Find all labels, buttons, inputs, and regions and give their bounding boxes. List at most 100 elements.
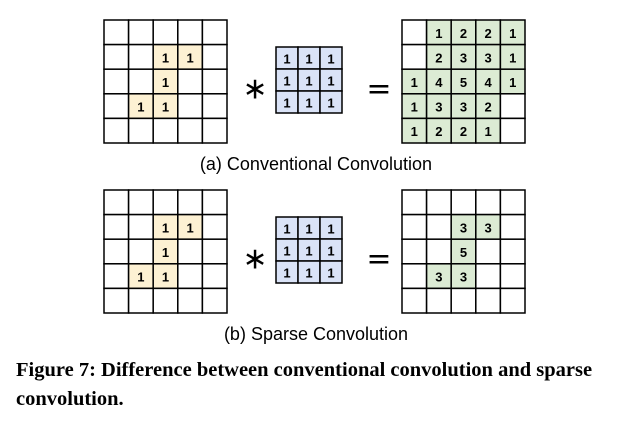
input-cell (152, 117, 179, 144)
output-cell-value: 2 (435, 50, 442, 65)
input-cell (127, 213, 154, 240)
input-cell (177, 68, 204, 95)
kernel-cell-value: 1 (283, 266, 290, 281)
output-cell-value: 4 (435, 75, 443, 90)
input-cell-value: 1 (162, 75, 169, 90)
kernel-cell-value: 1 (305, 222, 312, 237)
output-cell-value: 2 (435, 124, 442, 139)
input-cell (103, 93, 130, 120)
kernel-cell-value: 1 (305, 244, 312, 259)
input-cell (152, 19, 179, 46)
output-cell-value: 3 (460, 270, 467, 285)
kernel-cell-value: 1 (305, 74, 312, 89)
panel-label: (b) Sparse Convolution (224, 324, 408, 344)
output-cell-value: 3 (435, 270, 442, 285)
kernel-cell-value: 1 (327, 52, 334, 67)
output-cell (499, 93, 526, 120)
input-cell (103, 43, 130, 70)
kernel-cell-value: 1 (305, 266, 312, 281)
input-cell-value: 1 (186, 220, 193, 235)
output-cell (499, 238, 526, 265)
output-cell (425, 238, 452, 265)
input-cell (127, 117, 154, 144)
equals-operator: = (366, 242, 391, 277)
output-cell (401, 238, 428, 265)
kernel-cell-value: 1 (305, 52, 312, 67)
input-cell (152, 189, 179, 216)
kernel-cell-value: 1 (327, 244, 334, 259)
input-cell-value: 1 (162, 245, 169, 260)
input-cell (201, 238, 228, 265)
input-cell (127, 19, 154, 46)
input-cell (201, 68, 228, 95)
output-cell (401, 19, 428, 46)
input-cell-value: 1 (137, 100, 144, 115)
output-cell (425, 287, 452, 314)
input-cell (177, 19, 204, 46)
output-cell-value: 5 (460, 75, 467, 90)
kernel-cell-value: 1 (283, 244, 290, 259)
kernel-cell-value: 1 (283, 96, 290, 111)
input-cell-value: 1 (137, 270, 144, 285)
input-cell (152, 263, 179, 290)
kernel-cell-value: 1 (283, 222, 290, 237)
output-cell (499, 189, 526, 216)
equals-operator: = (366, 72, 391, 107)
output-cell-value: 2 (460, 124, 467, 139)
kernel-cell-value: 1 (327, 266, 334, 281)
input-cell (201, 263, 228, 290)
input-cell (177, 117, 204, 144)
output-cell-value: 2 (460, 26, 467, 41)
input-cell (103, 117, 130, 144)
output-cell (499, 287, 526, 314)
input-cell (201, 43, 228, 70)
output-cell-value: 1 (411, 75, 418, 90)
output-cell (499, 117, 526, 144)
output-cell-value: 1 (435, 26, 442, 41)
input-cell-value: 1 (162, 100, 169, 115)
input-cell (103, 263, 130, 290)
output-cell (450, 189, 477, 216)
output-cell (475, 263, 502, 290)
output-cell (401, 287, 428, 314)
output-cell-value: 1 (509, 50, 516, 65)
kernel-cell (319, 260, 343, 284)
input-cell (103, 19, 130, 46)
output-cell-value: 1 (411, 100, 418, 115)
input-cell (103, 213, 130, 240)
input-cell (127, 238, 154, 265)
input-cell (127, 263, 154, 290)
output-cell (401, 213, 428, 240)
input-cell (201, 287, 228, 314)
figure-caption: Figure 7: Difference between conventiona… (16, 359, 593, 410)
input-cell (127, 68, 154, 95)
output-cell-value: 3 (435, 100, 442, 115)
input-cell (103, 238, 130, 265)
input-cell (201, 19, 228, 46)
output-cell-value: 3 (460, 100, 467, 115)
output-cell (475, 19, 502, 46)
kernel-cell-value: 1 (327, 222, 334, 237)
output-cell (401, 263, 428, 290)
output-cell-value: 3 (484, 50, 491, 65)
input-cell-value: 1 (162, 220, 169, 235)
input-cell (177, 263, 204, 290)
input-cell (201, 213, 228, 240)
output-cell (401, 43, 428, 70)
output-cell-value: 3 (460, 220, 467, 235)
input-cell (177, 238, 204, 265)
output-cell-value: 2 (484, 100, 491, 115)
output-cell (401, 189, 428, 216)
output-cell (401, 117, 428, 144)
output-cell-value: 1 (509, 26, 516, 41)
output-cell (450, 263, 477, 290)
multiply-operator: ∗ (242, 242, 267, 277)
